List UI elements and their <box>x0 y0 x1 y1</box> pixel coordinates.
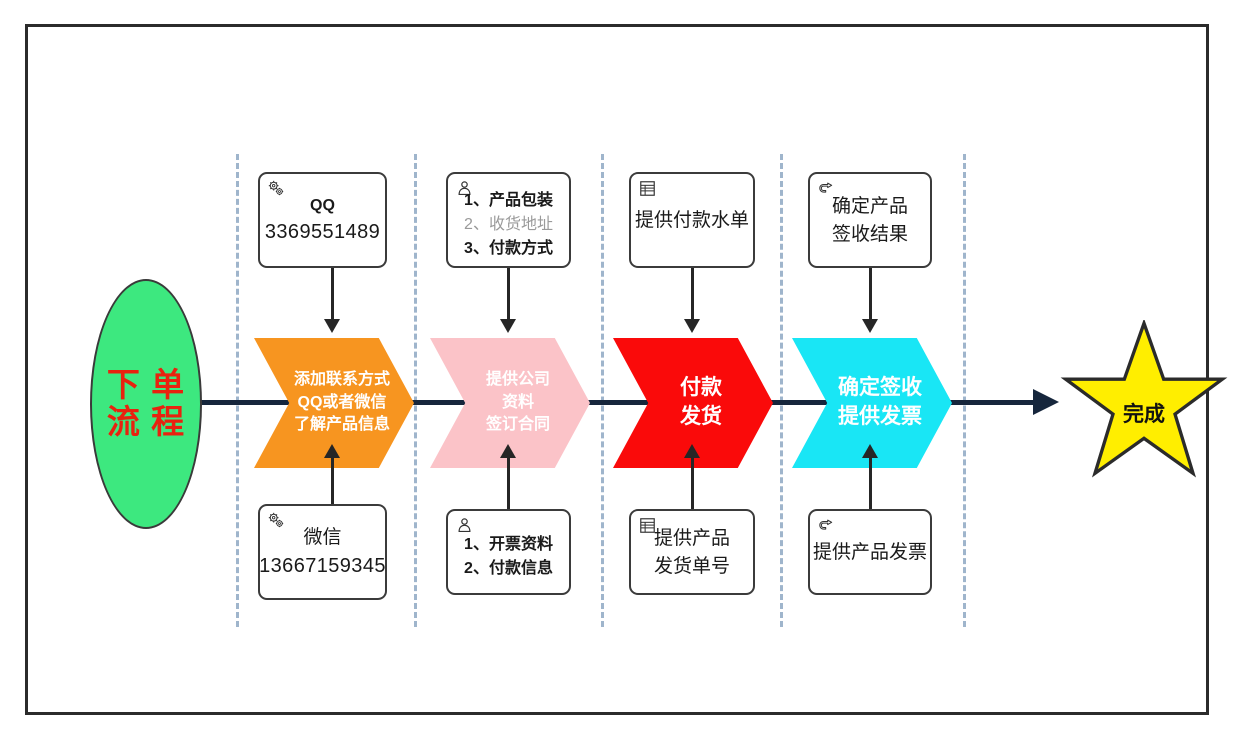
stage-payment-process-label: 付款 发货 <box>680 376 722 428</box>
connector-stage-receipt-bottom <box>869 457 872 510</box>
arrowhead-stage-contract-top <box>500 319 516 333</box>
stage-contact-top-content: QQ 3369551489 <box>260 174 385 266</box>
main-flow-arrowhead <box>1033 389 1059 415</box>
lane-divider-1 <box>236 154 239 627</box>
detail-line: 1、产品包装 <box>464 192 553 210</box>
stage-contact-top-box[interactable]: QQ 3369551489 <box>258 172 387 268</box>
connector-stage-contract-bottom <box>507 457 510 510</box>
arrowhead-stage-contact-top <box>324 319 340 333</box>
document-list-icon <box>638 516 658 536</box>
gears-icon <box>267 511 287 531</box>
stage-receipt-bottom-box[interactable]: 提供产品发票 <box>808 509 932 595</box>
detail-line: 2、付款信息 <box>464 560 553 577</box>
connector-stage-contact-bottom <box>331 457 334 505</box>
stage-contact-bottom-content: 微信 13667159345 <box>259 506 386 598</box>
detail-line: QQ <box>310 197 335 215</box>
stage-payment-bottom-content: 提供产品 发货单号 <box>631 511 753 593</box>
star-shape <box>1060 318 1228 478</box>
stage-payment-top-box[interactable]: 提供付款水单 <box>629 172 755 268</box>
diagram-frame: 下 单 流 程 <box>25 24 1228 715</box>
stage-contract-top-content: 1、产品包装 2、收货地址 3、付款方式 <box>448 174 569 266</box>
stage-receipt-top-content: 确定产品 签收结果 <box>810 174 930 266</box>
detail-line: 13667159345 <box>259 555 386 578</box>
start-node-label: 下 单 流 程 <box>106 366 186 440</box>
arrowhead-stage-contract-bottom <box>500 444 516 458</box>
arrowhead-stage-receipt-top <box>862 319 878 333</box>
detail-line: 2、收货地址 <box>464 216 553 234</box>
pointing-hand-icon <box>817 179 837 199</box>
pointing-hand-icon <box>817 516 837 536</box>
stage-contract-top-box[interactable]: 1、产品包装 2、收货地址 3、付款方式 <box>446 172 571 268</box>
arrowhead-stage-receipt-bottom <box>862 444 878 458</box>
stage-contract-bottom-content: 1、开票资料 2、付款信息 <box>448 511 569 593</box>
connector-stage-contract-top <box>507 268 510 326</box>
detail-line: 3、付款方式 <box>464 239 553 257</box>
detail-line: 提供产品发票 <box>813 541 928 563</box>
detail-line: 提供付款水单 <box>635 209 750 231</box>
connector-stage-contact-top <box>331 268 334 326</box>
detail-line: 确定产品 <box>831 195 908 217</box>
stage-contract-process-label: 提供公司 资料 签订合同 <box>485 370 550 434</box>
stage-payment-bottom-box[interactable]: 提供产品 发货单号 <box>629 509 755 595</box>
lane-divider-4 <box>780 154 783 627</box>
stage-receipt-bottom-content: 提供产品发票 <box>810 511 930 593</box>
stage-receipt-process-label: 确定签收 提供发票 <box>838 376 922 428</box>
connector-stage-payment-top <box>691 268 694 326</box>
end-node[interactable]: 完成 <box>1060 318 1228 480</box>
connector-stage-payment-bottom <box>691 457 694 510</box>
gears-icon <box>267 179 287 199</box>
stage-contract-bottom-box[interactable]: 1、开票资料 2、付款信息 <box>446 509 571 595</box>
detail-line: 签收结果 <box>831 224 908 245</box>
stage-contact-process-label: 添加联系方式 QQ或者微信 了解产品信息 <box>293 370 390 434</box>
person-icon <box>455 179 475 199</box>
stage-contact-bottom-box[interactable]: 微信 13667159345 <box>258 504 387 600</box>
document-list-icon <box>638 179 658 199</box>
main-flow-line <box>200 400 1038 405</box>
stage-payment-top-content: 提供付款水单 <box>631 174 753 266</box>
end-node-label: 完成 <box>1123 403 1165 426</box>
lane-divider-5 <box>963 154 966 627</box>
detail-line: 1、开票资料 <box>464 536 553 554</box>
connector-stage-receipt-top <box>869 268 872 326</box>
arrowhead-stage-contact-bottom <box>324 444 340 458</box>
stage-receipt-top-box[interactable]: 确定产品 签收结果 <box>808 172 932 268</box>
start-node[interactable]: 下 单 流 程 <box>90 279 202 529</box>
lane-divider-2 <box>414 154 417 627</box>
detail-line: 3369551489 <box>264 221 381 244</box>
person-icon <box>455 516 475 536</box>
lane-divider-3 <box>601 154 604 627</box>
arrowhead-stage-payment-top <box>684 319 700 333</box>
detail-line: 发货单号 <box>653 556 730 577</box>
arrowhead-stage-payment-bottom <box>684 444 700 458</box>
detail-line: 提供产品 <box>653 527 730 549</box>
detail-line: 微信 <box>303 527 342 549</box>
